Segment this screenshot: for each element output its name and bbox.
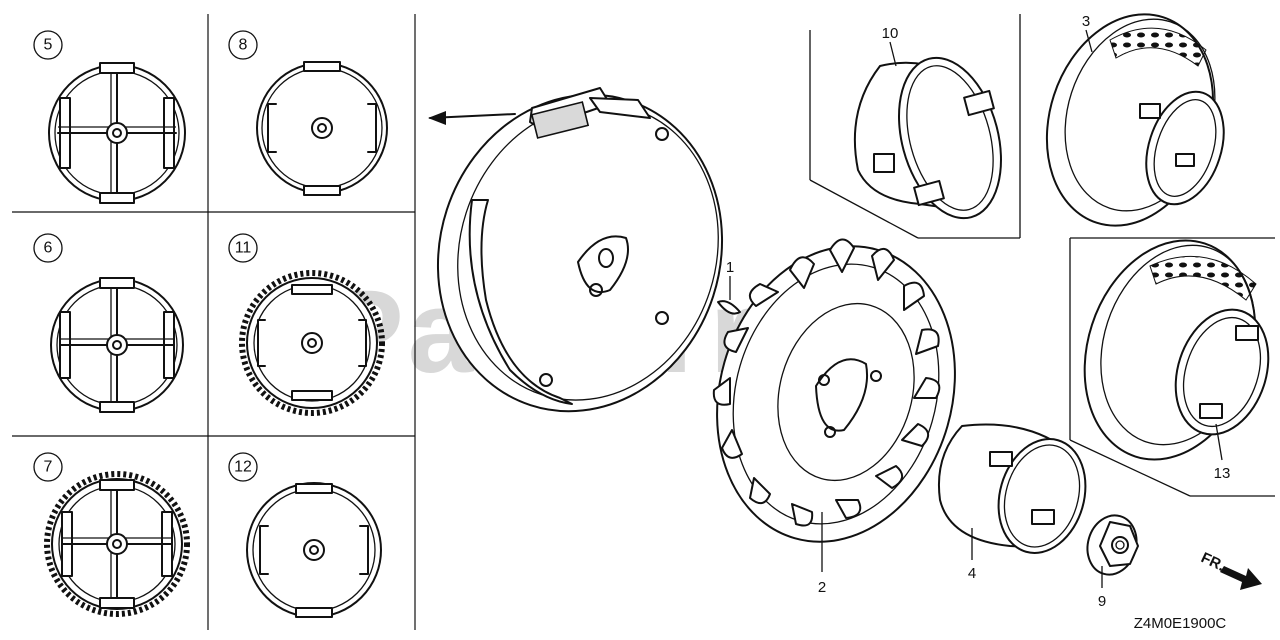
front-direction-indicator: FR.	[1198, 549, 1262, 590]
callout-12: 12	[234, 459, 252, 476]
label-part-2: 2	[818, 579, 826, 596]
part-1-key[interactable]	[717, 300, 741, 315]
callout-7: 7	[44, 459, 53, 476]
leader-lines	[729, 29, 1223, 588]
part-2-cooling-fan[interactable]	[683, 218, 989, 570]
fan-blades	[712, 238, 941, 527]
arrow-head-icon	[428, 111, 446, 125]
callout-6: 6	[44, 240, 53, 257]
label-part-9: 9	[1098, 593, 1106, 610]
part-8-flywheel-plate[interactable]	[256, 61, 388, 196]
drawing-code: Z4M0E1900C	[1134, 615, 1227, 632]
variant-grid-lines	[12, 14, 416, 630]
direction-arrow-icon	[1220, 566, 1262, 590]
variant-callouts: 5 8 6 11 7 12	[33, 30, 258, 482]
label-part-1: 1	[726, 259, 734, 276]
label-part-13: 13	[1214, 465, 1231, 482]
part-13-pulley-cover[interactable]	[1057, 218, 1280, 497]
part-6-starter-pulley[interactable]	[50, 277, 184, 413]
label-part-3: 3	[1082, 13, 1090, 30]
part-10-starter-cup[interactable]	[809, 14, 1021, 239]
label-part-10: 10	[882, 25, 899, 42]
part-12-flywheel-plate[interactable]	[246, 482, 382, 618]
callout-5: 5	[44, 37, 53, 54]
part-3-pulley-cover[interactable]	[1021, 0, 1240, 247]
label-part-4: 4	[968, 565, 976, 582]
callout-11: 11	[235, 240, 252, 257]
flywheel-assembly[interactable]	[397, 58, 762, 449]
part-7-toothed-pulley[interactable]	[44, 471, 190, 617]
callout-8: 8	[239, 37, 248, 54]
part-5-starter-pulley[interactable]	[48, 62, 186, 204]
part-11-toothed-plate[interactable]	[239, 270, 385, 416]
part-4-starter-cup[interactable]	[937, 423, 1098, 564]
part-9-flange-nut[interactable]	[1081, 510, 1144, 581]
